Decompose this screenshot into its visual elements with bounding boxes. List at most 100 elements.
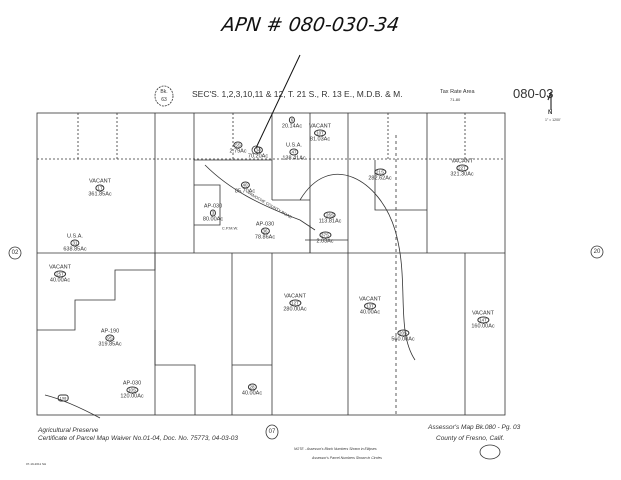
edge-marker-bottom: 07 (268, 429, 276, 435)
parcel-status: VACANT (451, 158, 473, 165)
parcel-status: VACANT (309, 123, 331, 130)
parcel-number: 40 (240, 181, 250, 189)
parcel-number: 36 (260, 227, 270, 235)
parcel-number: 47 (289, 148, 299, 156)
parcel-acres: 70.20Ac (247, 153, 269, 160)
edge-marker-left: 02 (11, 250, 19, 256)
parcel-number: 13T (364, 302, 376, 310)
parcel-number: 31 (70, 239, 80, 247)
edge-marker-right: 20 (593, 249, 601, 255)
parcel-number: 12T (289, 299, 301, 307)
parcel-acres: 282.62Ac (368, 175, 392, 182)
parcel-acres: 40.00Ac (359, 309, 381, 316)
parcel-number: 21S (373, 168, 386, 176)
parcel-status: AP-190 (100, 328, 120, 335)
parcel-number: 10T (314, 129, 326, 137)
parcel-acres: 280.00Ac (283, 306, 307, 313)
parcel-acres: 85.70Ac (234, 188, 256, 195)
county-label: County of Fresno, Calif. (436, 435, 505, 442)
parcel-acres: 113.81Ac (318, 218, 342, 225)
parcel-acres: 319.85Ac (98, 341, 122, 348)
parcel-number: 20S (396, 329, 409, 337)
parcel-acres: 138.41Ac (282, 155, 306, 162)
tax-rate-area-value: 71-80 (450, 97, 461, 102)
parcel-acres: 40.00Ac (241, 390, 263, 397)
map-number: 080-03 (513, 86, 554, 101)
date-stamp: 07-19-2011 SH (26, 462, 47, 466)
parcel-number: 14T (477, 316, 489, 324)
parcel-status: VACANT (89, 178, 111, 185)
parcel-number: 3 (209, 209, 217, 217)
parcel-acres: 2.03Ac (316, 238, 334, 245)
tax-rate-area-label: Tax Rate Area (440, 89, 475, 95)
highway-shield-icon: 198 (57, 394, 69, 402)
parcel-number: 28 (247, 383, 257, 391)
parcel-acres: 160.00Ac (471, 323, 495, 330)
parcel-acres: 560.00Ac (391, 336, 415, 343)
book-label: Bk. (160, 89, 168, 95)
book-number: 63 (161, 97, 167, 103)
parcel-number: 26S (323, 211, 336, 219)
ag-preserve-label: Agricultural Preserve (38, 427, 99, 434)
parcel-acres: 361.85Ac (88, 191, 112, 198)
sections-title: SEC'S. 1,2,3,10,11 & 12, T. 21 S., R. 13… (192, 89, 403, 99)
parcel-acres: 40.00Ac (49, 277, 71, 284)
parcel-status: AP-030 (203, 203, 223, 210)
parcel-status: AP-030 (122, 380, 142, 387)
parcel-number: 37S (318, 231, 331, 239)
note-line-2: Assessor's Parcel Numbers Shown in Circl… (312, 456, 382, 460)
cpmw-label: C.P.M.W. (221, 225, 239, 231)
map-frame (36, 112, 506, 416)
parcel-number: 10S (125, 386, 138, 394)
parcel-number: 34 (253, 146, 263, 154)
parcel-number: 6 (288, 116, 296, 124)
parcel-status: VACANT (284, 293, 306, 300)
note-line-1: NOTE - Assessor's Block Numbers Shown in… (294, 447, 377, 451)
parcel-number: 9S (105, 334, 115, 342)
parcel-acres: 120.00Ac (120, 393, 144, 400)
parcel-acres: 81.03Ac (309, 136, 331, 143)
scale-label: 1" = 1200' (545, 118, 561, 122)
parcel-status: VACANT (359, 296, 381, 303)
parcel-acres: 321.30Ac (450, 171, 474, 178)
parcel-acres: 20.14Ac (281, 123, 303, 130)
parcel-acres: 2.79Ac (229, 148, 247, 155)
apn-handwritten-annotation: APN # 080-030-34 (220, 14, 401, 36)
parcel-status: VACANT (472, 310, 494, 317)
parcel-number: 25T (54, 270, 66, 278)
north-arrow-icon: N (548, 110, 553, 116)
parcel-acres: 80.00Ac (202, 216, 224, 223)
parcel-status: U.S.A. (286, 142, 302, 149)
parcel-status: AP-030 (255, 221, 275, 228)
parcel-acres: 78.86Ac (254, 234, 276, 241)
certificate-label: Certificate of Parcel Map Waiver No.01-0… (38, 435, 239, 442)
parcel-number: 5S (233, 141, 243, 149)
parcel-status: U.S.A. (67, 233, 83, 240)
parcel-acres: 638.85Ac (63, 246, 87, 253)
parcel-number: 22T (456, 164, 468, 172)
assessor-map-label: Assessor's Map Bk.080 - Pg. 03 (428, 424, 521, 431)
